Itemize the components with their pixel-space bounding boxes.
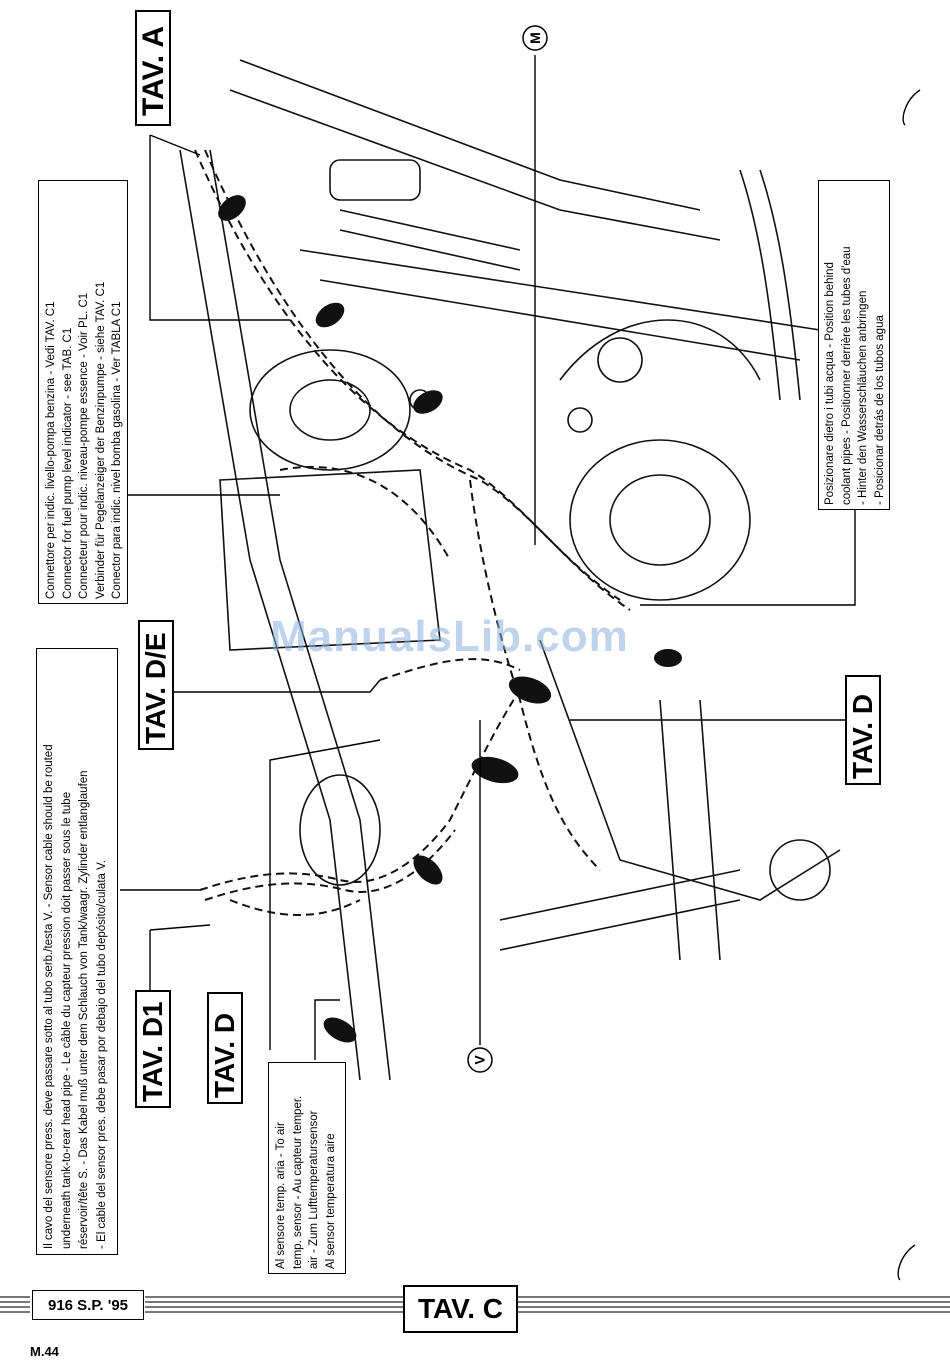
tav-d1-label: TAV. D1 xyxy=(137,1001,168,1102)
model-box: 916 S.P. '95 xyxy=(32,1290,144,1320)
coolant-note-line-2: coolant pipes - Positionner derrière les… xyxy=(840,246,853,505)
sensor-note-line-1: Il cavo del sensore press. deve passare … xyxy=(43,744,55,1249)
coolant-pipes-note: Posizionare dietro i tubi acqua - Positi… xyxy=(818,180,890,510)
fuel-note-line-5: Conector para indic. nivel bomba gasolin… xyxy=(111,301,123,599)
coolant-note-line-1: Posizionare dietro i tubi acqua - Positi… xyxy=(824,262,836,505)
tav-d1-box: TAV. D1 xyxy=(135,990,171,1108)
air-note-line-2: temp. sensor - Au capteur temper. xyxy=(291,1095,304,1269)
fuel-note-line-3: Connecteur pour indic. niveau-pompe esse… xyxy=(78,292,90,599)
tav-d-bottom-label: TAV. D xyxy=(209,1012,240,1098)
marker-v-label: V xyxy=(471,1055,488,1065)
coolant-note-line-4: - Posicionar detrás de los tubos agua xyxy=(873,315,886,505)
tav-a-box: TAV. A xyxy=(135,10,171,126)
fuel-connector-note: Connettore per indic. livello-pompa benz… xyxy=(38,180,128,604)
air-note-line-1: Al sensore temp. aria - To air xyxy=(275,1122,287,1269)
sensor-note-line-2: underneath tank-to-rear head pipe - Le c… xyxy=(60,791,73,1249)
tav-d-bottom-box: TAV. D xyxy=(207,992,243,1104)
tav-d-right-label: TAV. D xyxy=(847,693,878,779)
sensor-note-line-4: - El cable del sensor pres. debe pasar p… xyxy=(95,860,108,1249)
fuel-note-line-4: Verbinder für Pegelanzeiger der Benzinpu… xyxy=(94,281,107,599)
model-label: 916 S.P. '95 xyxy=(47,1296,129,1314)
tav-c-box: TAV. C xyxy=(403,1285,518,1333)
sensor-note-line-3: réservoir/tête S. - Das Kabel muß unter … xyxy=(78,770,90,1249)
air-temp-note: Al sensore temp. aria - To air temp. sen… xyxy=(268,1062,346,1274)
air-note-line-3: air - Zum Lufttemperatursensor xyxy=(308,1110,320,1269)
tav-de-label: TAV. D/E xyxy=(140,632,171,744)
page-number: M.44 xyxy=(30,1344,59,1359)
watermark: ManualsLib.com xyxy=(270,612,629,661)
coolant-note-line-3: - Hinter den Wasserschläuchen anbringen xyxy=(857,290,869,505)
tav-d-right-box: TAV. D xyxy=(845,675,881,785)
air-note-line-4: Al sensor temperatura aire xyxy=(324,1133,337,1269)
fuel-note-line-2: Connector for fuel pump level indicator … xyxy=(61,327,74,599)
fuel-note-line-1: Connettore per indic. livello-pompa benz… xyxy=(45,301,57,599)
sensor-cable-note: Il cavo del sensore press. deve passare … xyxy=(36,648,118,1255)
marker-m-label: M xyxy=(526,32,543,44)
tav-de-box: TAV. D/E xyxy=(138,620,174,750)
tav-a-label: TAV. A xyxy=(137,25,170,116)
tav-c-label: TAV. C xyxy=(417,1293,504,1324)
